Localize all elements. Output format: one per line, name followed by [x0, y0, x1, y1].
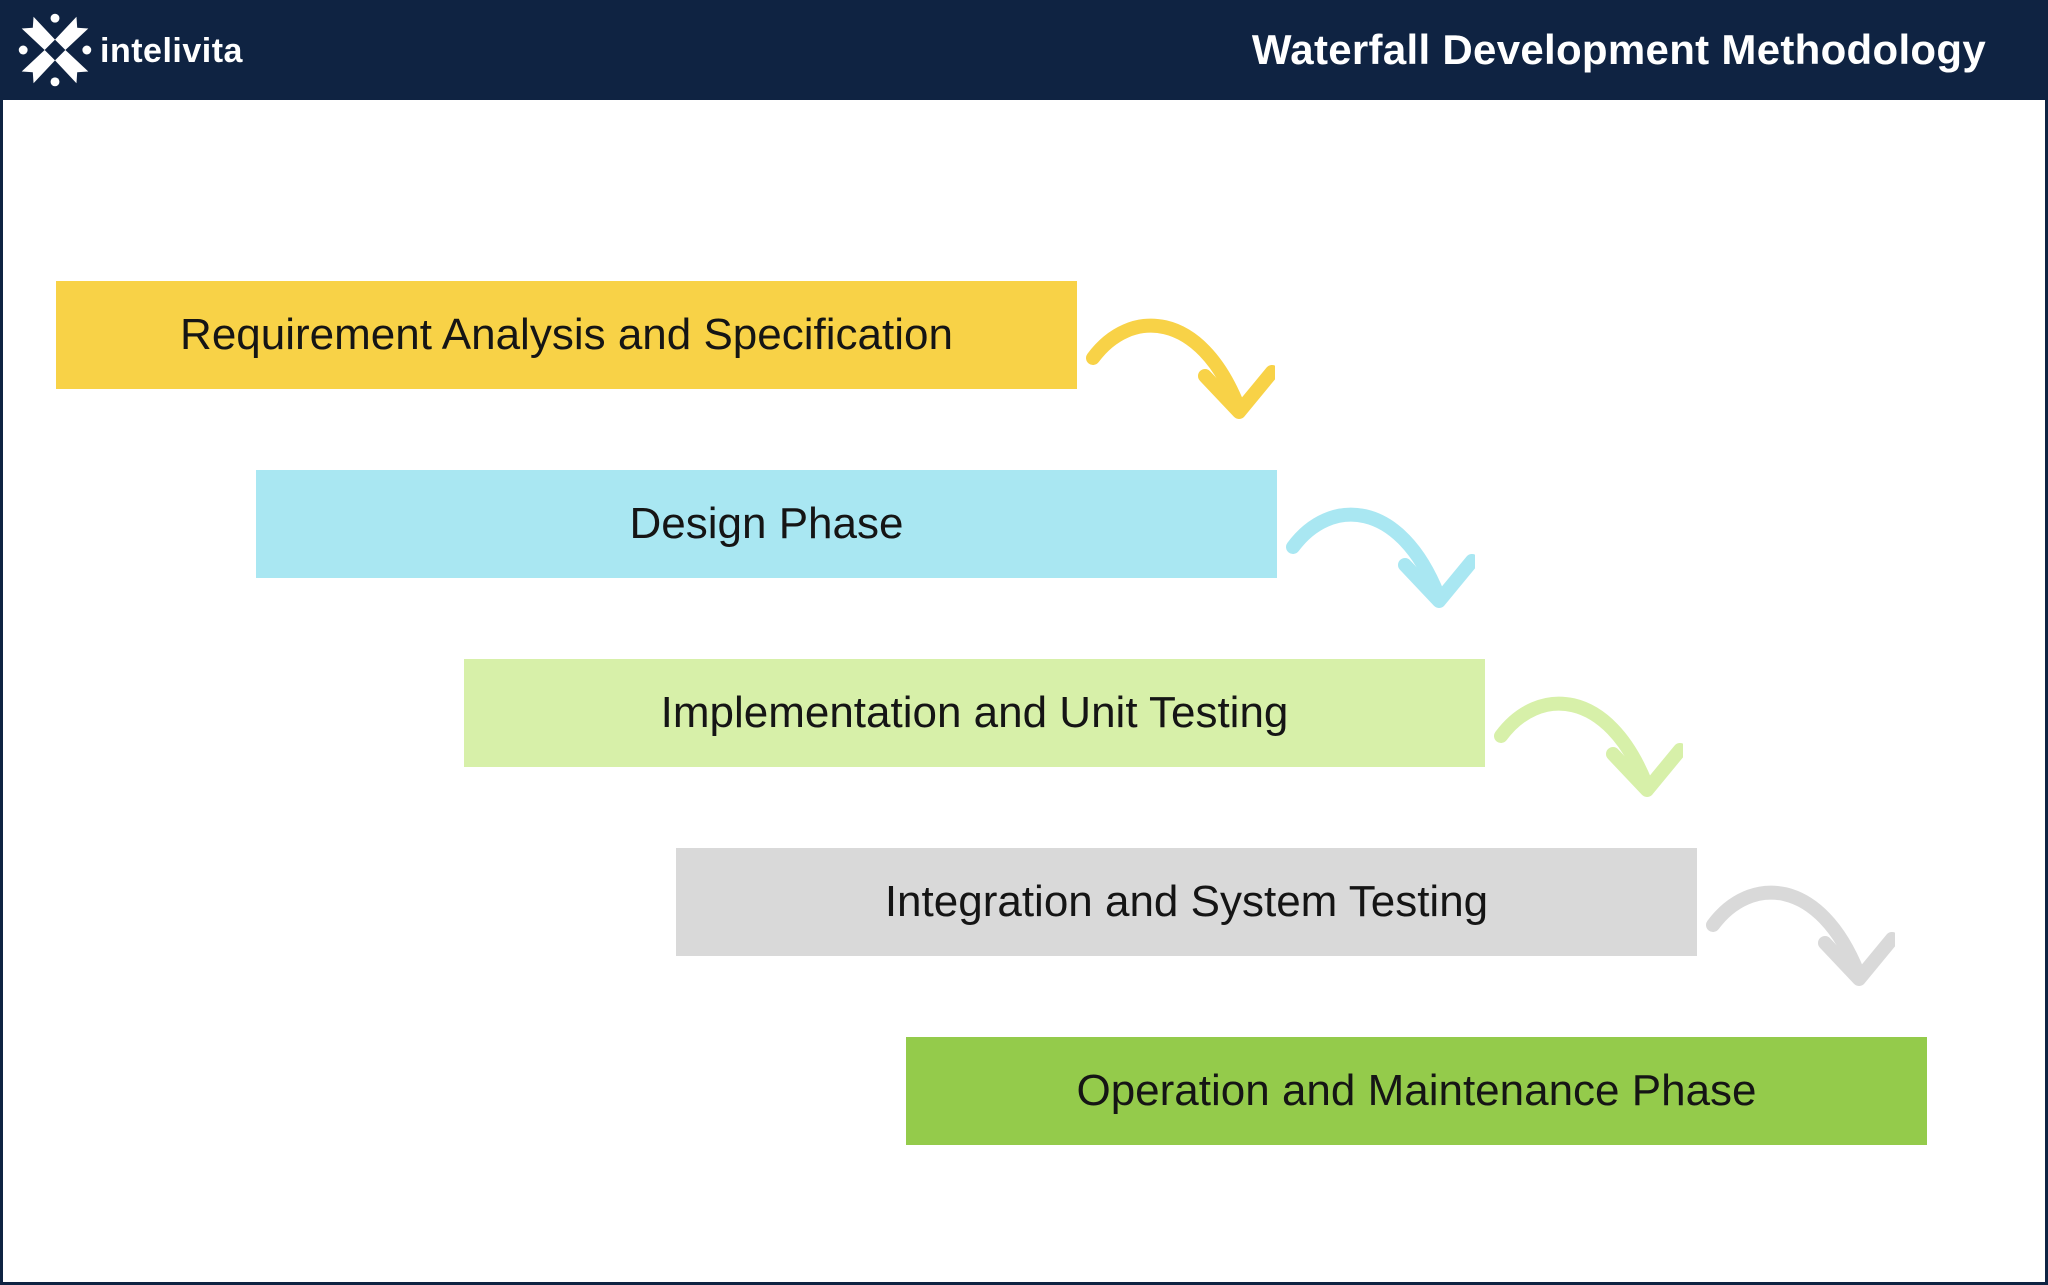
flow-arrow-icon	[1085, 306, 1275, 446]
step-bar-operation-maintenance: Operation and Maintenance Phase	[906, 1037, 1927, 1145]
brand-logo: intelivita	[18, 13, 243, 87]
page-title: Waterfall Development Methodology	[1251, 26, 1986, 73]
step-bar-requirement-analysis: Requirement Analysis and Specification	[56, 281, 1077, 389]
brand-name: intelivita	[100, 31, 243, 70]
step-bar-design-phase: Design Phase	[256, 470, 1277, 578]
flow-arrow-icon	[1493, 684, 1683, 824]
step-label: Operation and Maintenance Phase	[1076, 1066, 1757, 1115]
step-label: Integration and System Testing	[884, 877, 1489, 926]
step-bar-integration-system-testing: Integration and System Testing	[676, 848, 1697, 956]
header-bar: intelivita Waterfall Development Methodo…	[0, 0, 2048, 100]
flow-arrow-icon	[1705, 873, 1895, 1013]
step-label: Requirement Analysis and Specification	[180, 310, 953, 359]
step-label: Design Phase	[629, 499, 904, 548]
flow-arrow-icon	[1285, 495, 1475, 635]
step-bar-implementation-unit-testing: Implementation and Unit Testing	[464, 659, 1485, 767]
step-label: Implementation and Unit Testing	[660, 688, 1289, 737]
intelivita-star-icon	[18, 13, 92, 87]
